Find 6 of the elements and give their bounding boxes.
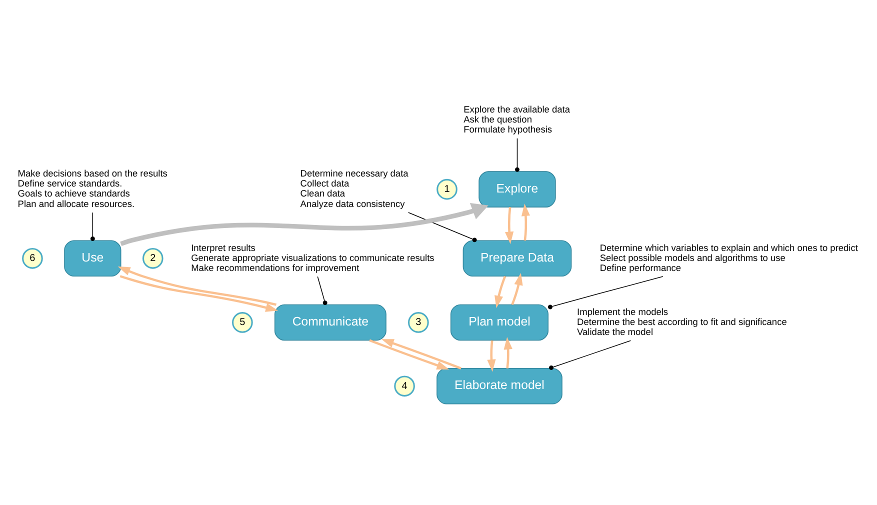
- node-text: Implement the models Determine the best according to fit and significance Validate the model: [577, 306, 787, 336]
- node-text: Interpret results Generate appropriate visualizations to communicate results Make recommendations for improvement: [191, 242, 434, 272]
- node-text: Make decisions based on the results Define service standards. Goals to achieve standards Plan and allocate resources.: [18, 168, 168, 208]
- node-text: Explore the available data Ask the question Formulate hypothesis: [464, 104, 570, 134]
- node-text: Determine which variables to explain and which ones to predict Select possible models and algorithms to use Define performance: [600, 242, 858, 272]
- node-text: Determine necessary data Collect data Clean data Analyze data consistency: [300, 168, 408, 208]
